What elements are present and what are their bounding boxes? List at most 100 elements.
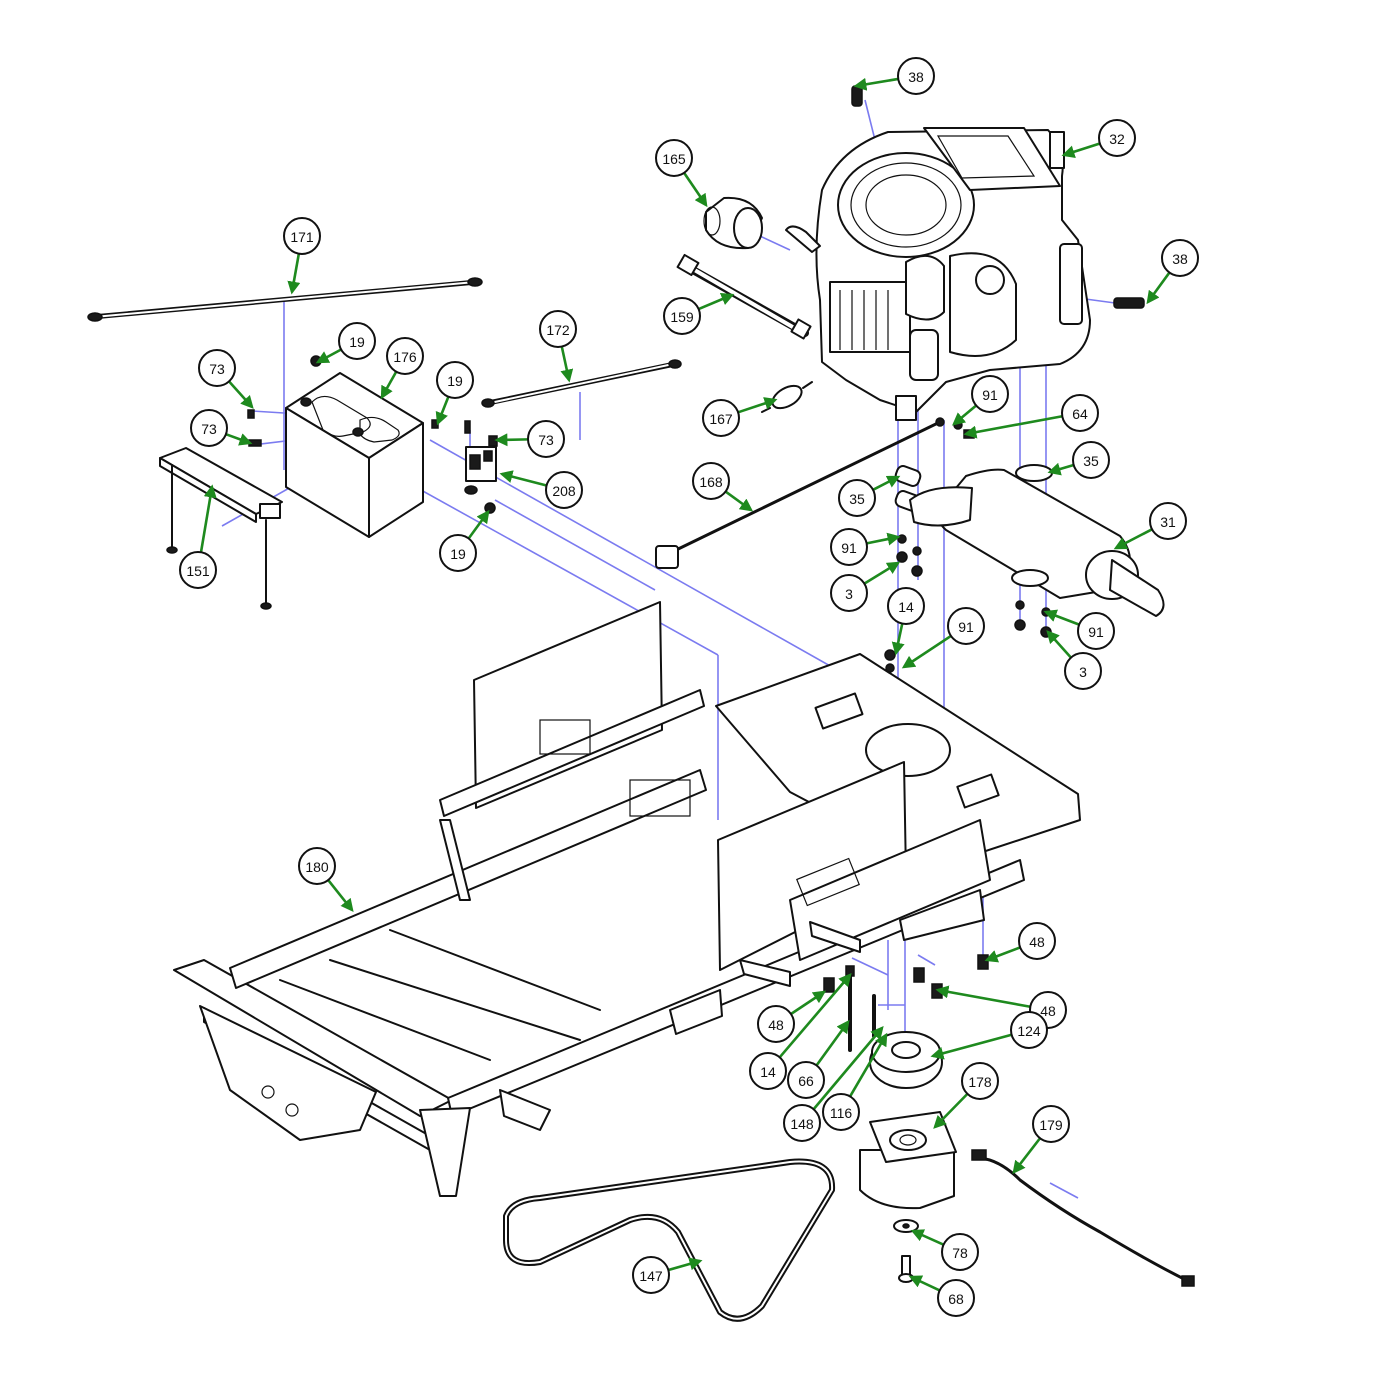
leader-arrow-c-73c <box>494 433 529 447</box>
callout-circle <box>338 322 376 360</box>
leader-arrow-c-148 <box>812 1026 884 1111</box>
callout-circle <box>830 574 868 612</box>
leader-arrow-c-48a <box>984 946 1021 963</box>
leader-arrow-c-159 <box>698 293 735 311</box>
callout-circle <box>937 1279 975 1317</box>
leader-arrow-c-78 <box>910 1229 945 1246</box>
leader-arrow-c-171 <box>287 253 301 295</box>
callout-label: 116 <box>830 1105 853 1121</box>
callout-label: 208 <box>552 483 576 499</box>
starter-solenoid-208 <box>464 446 497 495</box>
washer-78 <box>893 1219 919 1233</box>
callout-bubble-c-179: 179 <box>1032 1105 1070 1143</box>
callout-circle <box>749 1052 787 1090</box>
wiring-harness-179 <box>971 1149 1195 1287</box>
callout-bubble-c-73b: 73 <box>190 409 228 447</box>
leader-arrow-c-48c <box>790 990 827 1016</box>
callout-bubble-c-14a: 14 <box>887 587 925 625</box>
callout-label: 165 <box>662 151 686 167</box>
callout-label: 176 <box>393 349 417 365</box>
leader-arrow-c-180 <box>327 879 354 913</box>
callout-label: 73 <box>538 432 554 448</box>
callout-bubble-c-78: 78 <box>941 1233 979 1271</box>
callout-bubble-c-35b: 35 <box>838 479 876 517</box>
callout-bubble-c-19a: 19 <box>338 322 376 360</box>
leader-arrow-c-147 <box>667 1257 703 1272</box>
callout-circle <box>1061 394 1099 432</box>
callout-circle <box>692 462 730 500</box>
callout-label: 178 <box>968 1074 992 1090</box>
leader-arrow-c-208 <box>499 470 547 487</box>
callout-bubble-c-91d: 91 <box>1077 612 1115 650</box>
callout-circle <box>822 1093 860 1131</box>
leader-arrow-c-68 <box>908 1275 941 1292</box>
callout-circle <box>632 1256 670 1294</box>
leader-arrow-c-19b <box>435 396 450 426</box>
callout-bubble-c-3a: 3 <box>830 574 868 612</box>
leader-arrow-c-124 <box>930 1033 1012 1060</box>
callout-circle <box>1018 922 1056 960</box>
callout-label: 124 <box>1017 1023 1041 1039</box>
callout-label: 48 <box>768 1017 784 1033</box>
leader-arrow-c-168 <box>724 490 754 512</box>
callout-bubble-c-48a: 48 <box>1018 922 1056 960</box>
dipstick-tube-159 <box>676 253 812 340</box>
leader-arrow-c-19c <box>467 509 490 540</box>
callout-label: 31 <box>1160 514 1176 530</box>
callout-circle <box>1064 652 1102 690</box>
callout-label: 48 <box>1040 1003 1056 1019</box>
callout-label: 19 <box>450 546 466 562</box>
callout-bubble-c-180: 180 <box>298 847 336 885</box>
callout-label: 35 <box>1083 453 1099 469</box>
leader-arrow-c-179 <box>1012 1137 1042 1175</box>
callout-bubble-c-35a: 35 <box>1072 441 1110 479</box>
callout-circle <box>663 297 701 335</box>
leader-arrow-c-14a <box>891 623 905 656</box>
callout-circle <box>386 337 424 375</box>
leader-arrow-c-3b <box>1046 630 1072 659</box>
callout-circle <box>298 847 336 885</box>
callout-bubble-c-14b: 14 <box>749 1052 787 1090</box>
callout-bubble-c-48c: 48 <box>757 1005 795 1043</box>
battery-176 <box>285 372 424 538</box>
callout-circle <box>527 420 565 458</box>
callout-circle <box>1161 239 1199 277</box>
callout-bubble-c-165: 165 <box>655 139 693 177</box>
frame-180 <box>173 601 1081 1197</box>
callout-label: 3 <box>845 586 853 602</box>
callout-circle <box>897 57 935 95</box>
leader-arrow-c-73b <box>225 432 253 446</box>
callout-bubble-c-159: 159 <box>663 297 701 335</box>
spark-plug-38-right <box>1113 297 1145 309</box>
leader-arrow-c-91b <box>866 532 901 546</box>
electric-clutch-178 <box>859 1111 957 1210</box>
callout-bubble-c-19b: 19 <box>436 361 474 399</box>
muffler-31 <box>909 468 1165 617</box>
callout-bubble-c-31: 31 <box>1149 502 1187 540</box>
battery-cable-172 <box>481 359 682 408</box>
leader-arrow-c-64 <box>963 414 1063 439</box>
callout-circle <box>887 587 925 625</box>
callout-label: 35 <box>849 491 865 507</box>
callout-label: 151 <box>186 563 210 579</box>
callout-label: 68 <box>948 1291 964 1307</box>
leader-arrow-c-31 <box>1113 528 1153 550</box>
callout-bubble-c-168: 168 <box>692 462 730 500</box>
callout-label: 3 <box>1079 664 1087 680</box>
callout-label: 167 <box>709 411 733 427</box>
callout-circle <box>436 361 474 399</box>
callout-label: 48 <box>1029 934 1045 950</box>
callout-bubble-c-171: 171 <box>283 217 321 255</box>
fuel-line-168 <box>655 417 945 569</box>
callout-label: 78 <box>952 1245 968 1261</box>
callout-bubble-c-64: 64 <box>1061 394 1099 432</box>
callout-bubble-c-172: 172 <box>539 310 577 348</box>
callout-label: 32 <box>1109 131 1125 147</box>
callout-circle <box>545 471 583 509</box>
callout-bubble-c-91c: 91 <box>947 607 985 645</box>
callout-circle <box>757 1005 795 1043</box>
callout-bubble-c-208: 208 <box>545 471 583 509</box>
drive-belt-147 <box>503 1158 836 1322</box>
callout-circle <box>1077 612 1115 650</box>
callout-bubble-c-147: 147 <box>632 1256 670 1294</box>
